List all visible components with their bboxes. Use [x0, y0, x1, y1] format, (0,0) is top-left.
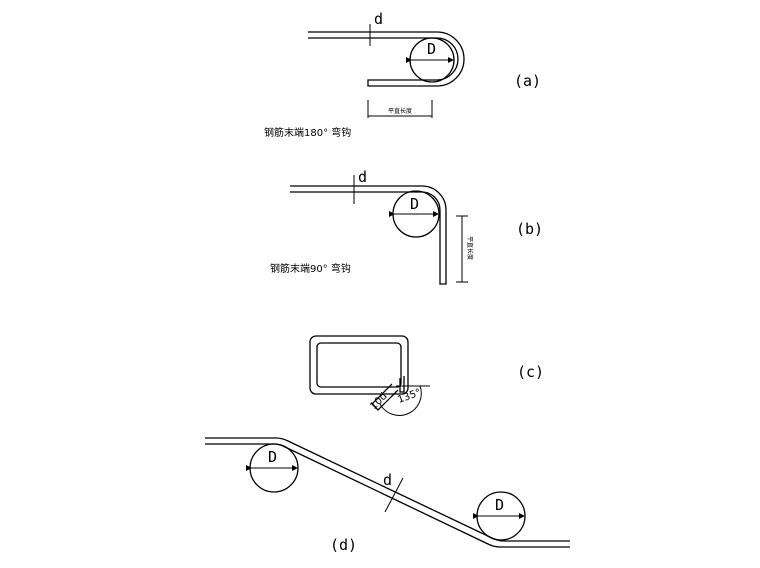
d-label-a: d [374, 10, 383, 28]
figure-a-180-hook: D d 平直长度 (a) 钢筋末端180° 弯钩 [264, 10, 541, 139]
figure-label-a: (a) [514, 72, 541, 90]
rebar-a [308, 31, 465, 87]
figure-c-stirrup: 10d 135° (c) [309, 335, 544, 416]
D-label-d-right: D [495, 496, 504, 514]
figure-b-90-hook: D d 平直长度 (b) 钢筋末端90° 弯钩 [270, 168, 543, 285]
dim-text-b: 平直长度 [466, 236, 474, 260]
caption-a: 钢筋末端180° 弯钩 [264, 126, 351, 139]
angle-arc [379, 385, 422, 416]
rebar-b [290, 185, 447, 285]
d-label-d: d [383, 471, 392, 489]
figure-label-b: (b) [516, 220, 543, 238]
D-label-b: D [410, 195, 419, 213]
stirrup-inner [316, 342, 402, 388]
hook-tail-1 [371, 383, 399, 411]
hook-tail-2 [399, 376, 405, 393]
figure-label-d: (d) [330, 536, 357, 554]
stirrup-outer [309, 335, 409, 395]
rebar-d-bottom [205, 443, 570, 548]
figure-label-c: (c) [517, 363, 544, 381]
caption-b: 钢筋末端90° 弯钩 [270, 262, 351, 275]
rebar-d-top [205, 437, 570, 542]
D-label-a: D [427, 40, 436, 58]
d-label-b: d [358, 168, 367, 186]
D-label-d-left: D [268, 448, 277, 466]
d-dim-line-d [384, 477, 404, 513]
figure-d-bent-bar: D D d (d) [205, 437, 570, 554]
dim-text-a: 平直长度 [388, 107, 412, 115]
